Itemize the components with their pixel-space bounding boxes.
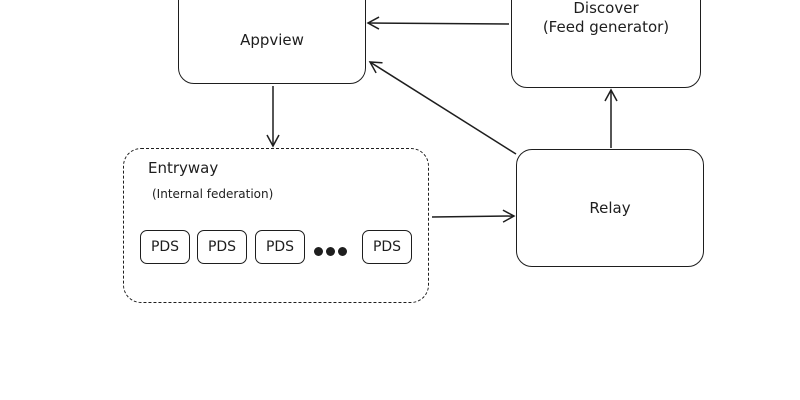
dot [326,247,335,256]
dot [338,247,347,256]
entryway-group[interactable]: Entryway (Internal federation) PDS PDS P… [123,148,429,303]
discover-node[interactable]: Discover (Feed generator) [511,0,701,88]
pds-node[interactable]: PDS [362,230,412,264]
dot [314,247,323,256]
edge-entryway-to-relay [431,209,516,223]
relay-label: Relay [589,198,631,217]
pds-node[interactable]: PDS [197,230,247,264]
appview-label: Appview [240,30,304,49]
edge-relay-to-appview [368,61,517,155]
edge-discover-to-appview [366,16,510,30]
entryway-subtitle: (Internal federation) [152,187,274,201]
pds-node[interactable]: PDS [255,230,305,264]
relay-node[interactable]: Relay [516,149,704,267]
ellipsis-dots [314,247,347,256]
entryway-title: Entryway [148,159,219,177]
discover-label: Discover [573,0,639,17]
appview-node[interactable]: Appview [178,0,366,84]
pds-node[interactable]: PDS [140,230,190,264]
discover-sublabel: (Feed generator) [542,18,670,36]
